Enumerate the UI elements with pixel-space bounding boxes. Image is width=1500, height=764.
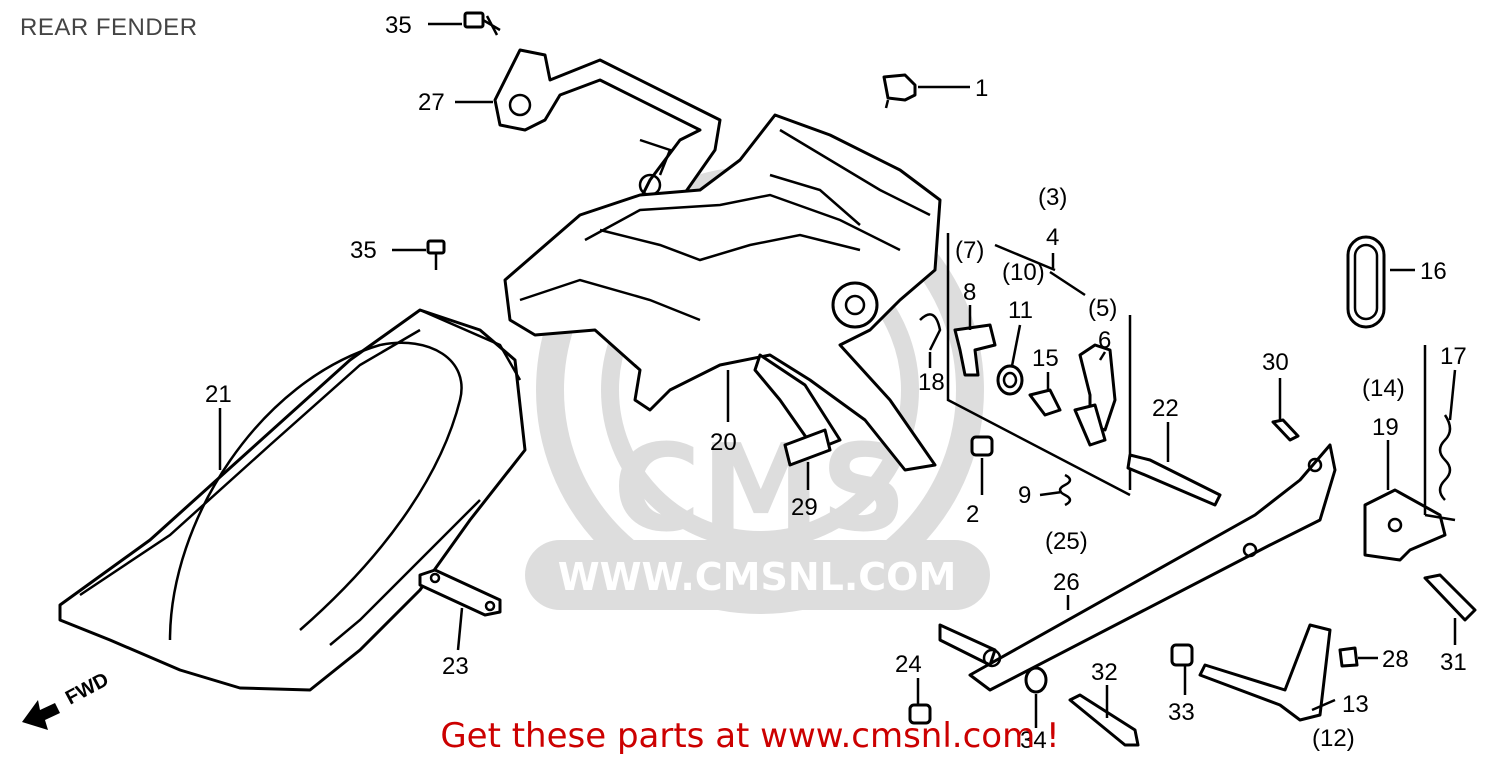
callout-34: 34 bbox=[1020, 727, 1047, 754]
callout-20: 20 bbox=[710, 429, 737, 456]
part-6-cable bbox=[1073, 343, 1117, 447]
part-22-rod bbox=[1126, 453, 1222, 507]
part-16-seal bbox=[1346, 235, 1386, 329]
part-8-latch-plate bbox=[953, 323, 997, 377]
part-26-hinge-arm bbox=[938, 443, 1337, 692]
callout-21: 21 bbox=[205, 381, 232, 408]
watermark-logo: CMS bbox=[613, 420, 907, 559]
callout-30: 30 bbox=[1262, 349, 1289, 376]
callout-18: 18 bbox=[918, 369, 945, 396]
callout-26: 26 bbox=[1053, 569, 1080, 596]
part-13-arm bbox=[1198, 623, 1332, 722]
part-20-fender-body bbox=[503, 113, 942, 472]
part-2-nut bbox=[970, 435, 994, 457]
part-24-nut bbox=[908, 703, 932, 725]
callout-12: (12) bbox=[1312, 725, 1355, 752]
callout-24: 24 bbox=[895, 651, 922, 678]
leader-lines bbox=[218, 22, 1457, 728]
callout-4: 4 bbox=[1046, 224, 1059, 251]
callout-25: (25) bbox=[1045, 528, 1088, 555]
callout-16: 16 bbox=[1420, 258, 1447, 285]
part-9-spring bbox=[1058, 473, 1072, 507]
part-29-label bbox=[783, 428, 832, 467]
callout-9: 9 bbox=[1018, 482, 1031, 509]
page-title: REAR FENDER bbox=[20, 14, 198, 41]
callout-15: 15 bbox=[1032, 345, 1059, 372]
part-30-bolt bbox=[1271, 418, 1300, 442]
callout-5: (5) bbox=[1088, 295, 1117, 322]
part-28-plate bbox=[1338, 646, 1359, 668]
callout-28: 28 bbox=[1382, 646, 1409, 673]
fwd-arrow-icon bbox=[22, 700, 60, 730]
part-32-bolt bbox=[1068, 693, 1140, 747]
part-21-inner-fender bbox=[58, 308, 527, 692]
callout-27: 27 bbox=[418, 89, 445, 116]
callout-35-upper: 35 bbox=[385, 12, 412, 39]
callout-35-lower: 35 bbox=[350, 237, 377, 264]
callout-3: (3) bbox=[1038, 184, 1067, 211]
callout-13: 13 bbox=[1342, 691, 1369, 718]
callout-23: 23 bbox=[442, 653, 469, 680]
watermark-url: WWW.CMSNL.COM bbox=[558, 555, 957, 599]
callout-33: 33 bbox=[1168, 699, 1195, 726]
callout-labels: 35 27 1 35 (3) 4 (7) (10) (5) 8 11 6 16 … bbox=[205, 12, 1467, 754]
callout-22: 22 bbox=[1152, 395, 1179, 422]
callout-14: (14) bbox=[1362, 375, 1405, 402]
part-33-nut bbox=[1170, 643, 1194, 667]
callout-17: 17 bbox=[1440, 343, 1467, 370]
footer-promo-link[interactable]: Get these parts at www.cmsnl.com ! bbox=[440, 716, 1060, 756]
callout-8: 8 bbox=[963, 279, 976, 306]
callout-31: 31 bbox=[1440, 649, 1467, 676]
callout-1: 1 bbox=[975, 75, 988, 102]
callout-7: (7) bbox=[955, 237, 984, 264]
part-35-bolt-lower bbox=[426, 239, 446, 270]
part-15-bolt bbox=[1028, 388, 1062, 417]
part-17-spring bbox=[1438, 414, 1452, 501]
part-11-spring bbox=[996, 364, 1024, 396]
part-23-clamp bbox=[418, 568, 502, 617]
part-19-lock-block bbox=[1363, 488, 1447, 562]
part-27-stay bbox=[493, 48, 722, 212]
callout-10: (10) bbox=[1002, 259, 1045, 286]
part-1-clip bbox=[882, 73, 917, 109]
callout-6: 6 bbox=[1098, 327, 1111, 354]
callout-2: 2 bbox=[966, 501, 979, 528]
callout-32: 32 bbox=[1091, 659, 1118, 686]
part-35-bolt-upper bbox=[463, 11, 501, 36]
callout-19: 19 bbox=[1372, 414, 1399, 441]
callout-11: 11 bbox=[1008, 297, 1033, 324]
part-18-hook bbox=[919, 313, 942, 351]
callout-29: 29 bbox=[791, 494, 818, 521]
part-31-pin bbox=[1423, 573, 1477, 622]
part-34-washer bbox=[1024, 666, 1048, 694]
group-bracket-7 bbox=[946, 233, 1131, 497]
